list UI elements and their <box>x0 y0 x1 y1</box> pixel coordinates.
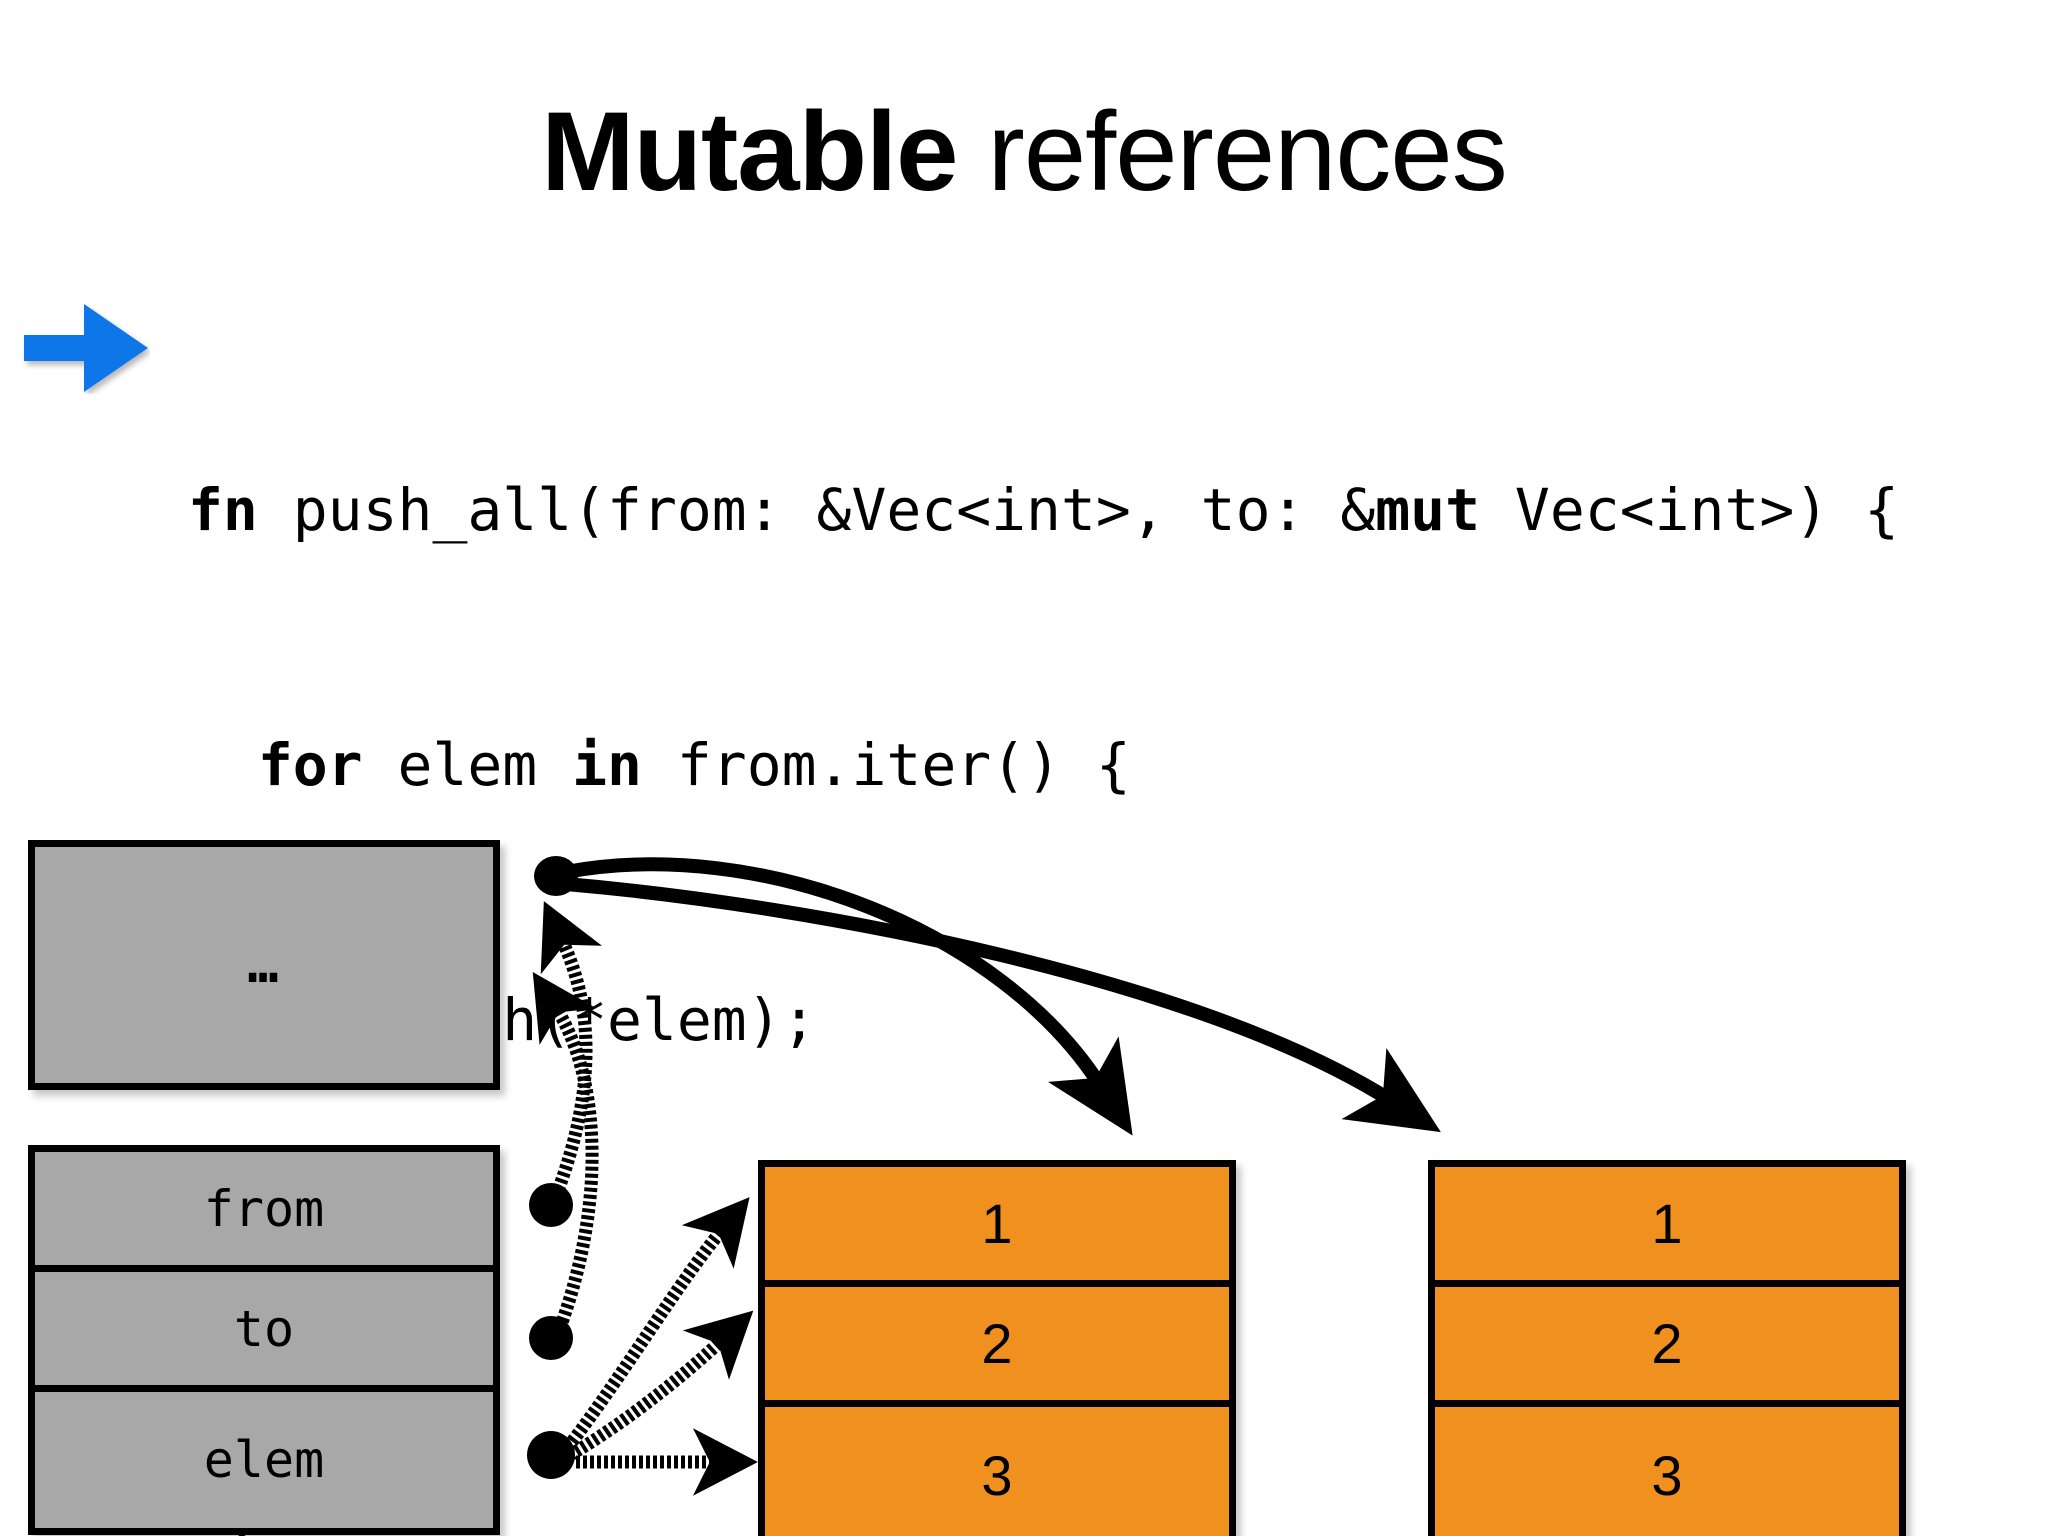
right-arrow-icon <box>22 302 150 394</box>
title-bold-part: Mutable <box>541 89 958 214</box>
code-line-2: for elem in from.iter() { <box>257 731 1131 799</box>
stack-row-to: to <box>35 1272 493 1392</box>
from-vector-cell-2: 3 <box>981 1443 1013 1507</box>
to-vector-cell-0: 1 <box>1435 1167 1899 1287</box>
stack-frame-box: from to elem <box>28 1145 500 1535</box>
stack-row-elem: elem <box>203 1431 325 1489</box>
to-vector-box: 1 2 3 <box>1428 1160 1906 1536</box>
heap-ellipsis-label: … <box>247 935 281 995</box>
from-vector-box: 1 2 3 <box>758 1160 1236 1536</box>
stack-row-from: from <box>35 1152 493 1272</box>
to-vector-cell-2: 3 <box>1651 1443 1683 1507</box>
page-title: Mutable references <box>0 96 2048 208</box>
heap-ellipsis-box: … <box>28 840 500 1090</box>
code-line-1: fn push_all(from: &Vec<int>, to: &mut Ve… <box>188 476 1900 544</box>
from-vector-cell-0: 1 <box>765 1167 1229 1287</box>
title-light-part: references <box>957 89 1508 214</box>
to-vector-cell-1: 2 <box>1435 1287 1899 1407</box>
from-vector-cell-1: 2 <box>765 1287 1229 1407</box>
